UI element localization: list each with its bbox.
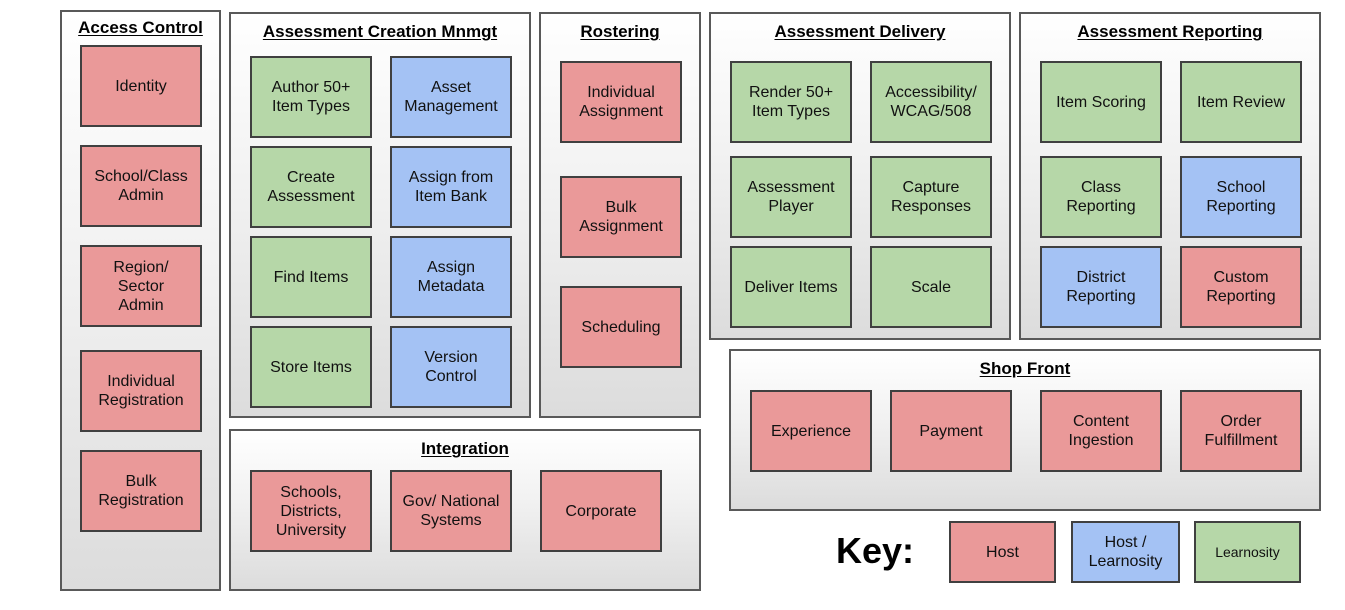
assessment-delivery-group: Assessment Delivery Render 50+ Item Type… bbox=[709, 12, 1011, 340]
capture-responses-box: Capture Responses bbox=[870, 156, 992, 238]
scheduling-box: Scheduling bbox=[560, 286, 682, 368]
group-title: Integration bbox=[421, 439, 509, 458]
corporate-box: Corporate bbox=[540, 470, 662, 552]
group-title: Assessment Delivery bbox=[774, 22, 946, 41]
deliver-items-box: Deliver Items bbox=[730, 246, 852, 328]
find-items-box: Find Items bbox=[250, 236, 372, 318]
store-items-box: Store Items bbox=[250, 326, 372, 408]
render-item-types-box: Render 50+ Item Types bbox=[730, 61, 852, 143]
district-reporting-box: District Reporting bbox=[1040, 246, 1162, 328]
group-title: Access Control bbox=[78, 18, 203, 37]
accessibility-box: Accessibility/ WCAG/508 bbox=[870, 61, 992, 143]
rostering-group: Rostering Individual Assignment Bulk Ass… bbox=[539, 12, 701, 418]
asset-management-box: Asset Management bbox=[390, 56, 512, 138]
school-class-admin-box: School/Class Admin bbox=[80, 145, 202, 227]
scale-box: Scale bbox=[870, 246, 992, 328]
assign-from-item-bank-box: Assign from Item Bank bbox=[390, 146, 512, 228]
order-fulfillment-box: Order Fulfillment bbox=[1180, 390, 1302, 472]
key-host-learnosity-swatch: Host / Learnosity bbox=[1071, 521, 1180, 583]
create-assessment-box: Create Assessment bbox=[250, 146, 372, 228]
version-control-box: Version Control bbox=[390, 326, 512, 408]
integration-group: Integration Schools, Districts, Universi… bbox=[229, 429, 701, 591]
author-item-types-box: Author 50+ Item Types bbox=[250, 56, 372, 138]
gov-national-systems-box: Gov/ National Systems bbox=[390, 470, 512, 552]
group-title: Rostering bbox=[580, 22, 660, 41]
item-review-box: Item Review bbox=[1180, 61, 1302, 143]
assessment-player-box: Assessment Player bbox=[730, 156, 852, 238]
assessment-creation-group: Assessment Creation Mnmgt Author 50+ Ite… bbox=[229, 12, 531, 418]
assign-metadata-box: Assign Metadata bbox=[390, 236, 512, 318]
individual-registration-box: Individual Registration bbox=[80, 350, 202, 432]
experience-box: Experience bbox=[750, 390, 872, 472]
class-reporting-box: Class Reporting bbox=[1040, 156, 1162, 238]
assessment-reporting-group: Assessment Reporting Item Scoring Item R… bbox=[1019, 12, 1321, 340]
individual-assignment-box: Individual Assignment bbox=[560, 61, 682, 143]
item-scoring-box: Item Scoring bbox=[1040, 61, 1162, 143]
identity-box: Identity bbox=[80, 45, 202, 127]
key-host-swatch: Host bbox=[949, 521, 1056, 583]
access-control-group: Access Control Identity School/Class Adm… bbox=[60, 10, 221, 591]
school-reporting-box: School Reporting bbox=[1180, 156, 1302, 238]
key-title: Key: bbox=[836, 530, 915, 571]
group-title: Shop Front bbox=[979, 359, 1071, 378]
custom-reporting-box: Custom Reporting bbox=[1180, 246, 1302, 328]
content-ingestion-box: Content Ingestion bbox=[1040, 390, 1162, 472]
schools-districts-university-box: Schools, Districts, University bbox=[250, 470, 372, 552]
bulk-assignment-box: Bulk Assignment bbox=[560, 176, 682, 258]
group-title: Assessment Reporting bbox=[1077, 22, 1263, 41]
bulk-registration-box: Bulk Registration bbox=[80, 450, 202, 532]
shop-front-group: Shop Front Experience Payment Content In… bbox=[729, 349, 1321, 511]
region-sector-admin-box: Region/ Sector Admin bbox=[80, 245, 202, 327]
payment-box: Payment bbox=[890, 390, 1012, 472]
group-title: Assessment Creation Mnmgt bbox=[262, 22, 498, 41]
key-learnosity-swatch: Learnosity bbox=[1194, 521, 1301, 583]
